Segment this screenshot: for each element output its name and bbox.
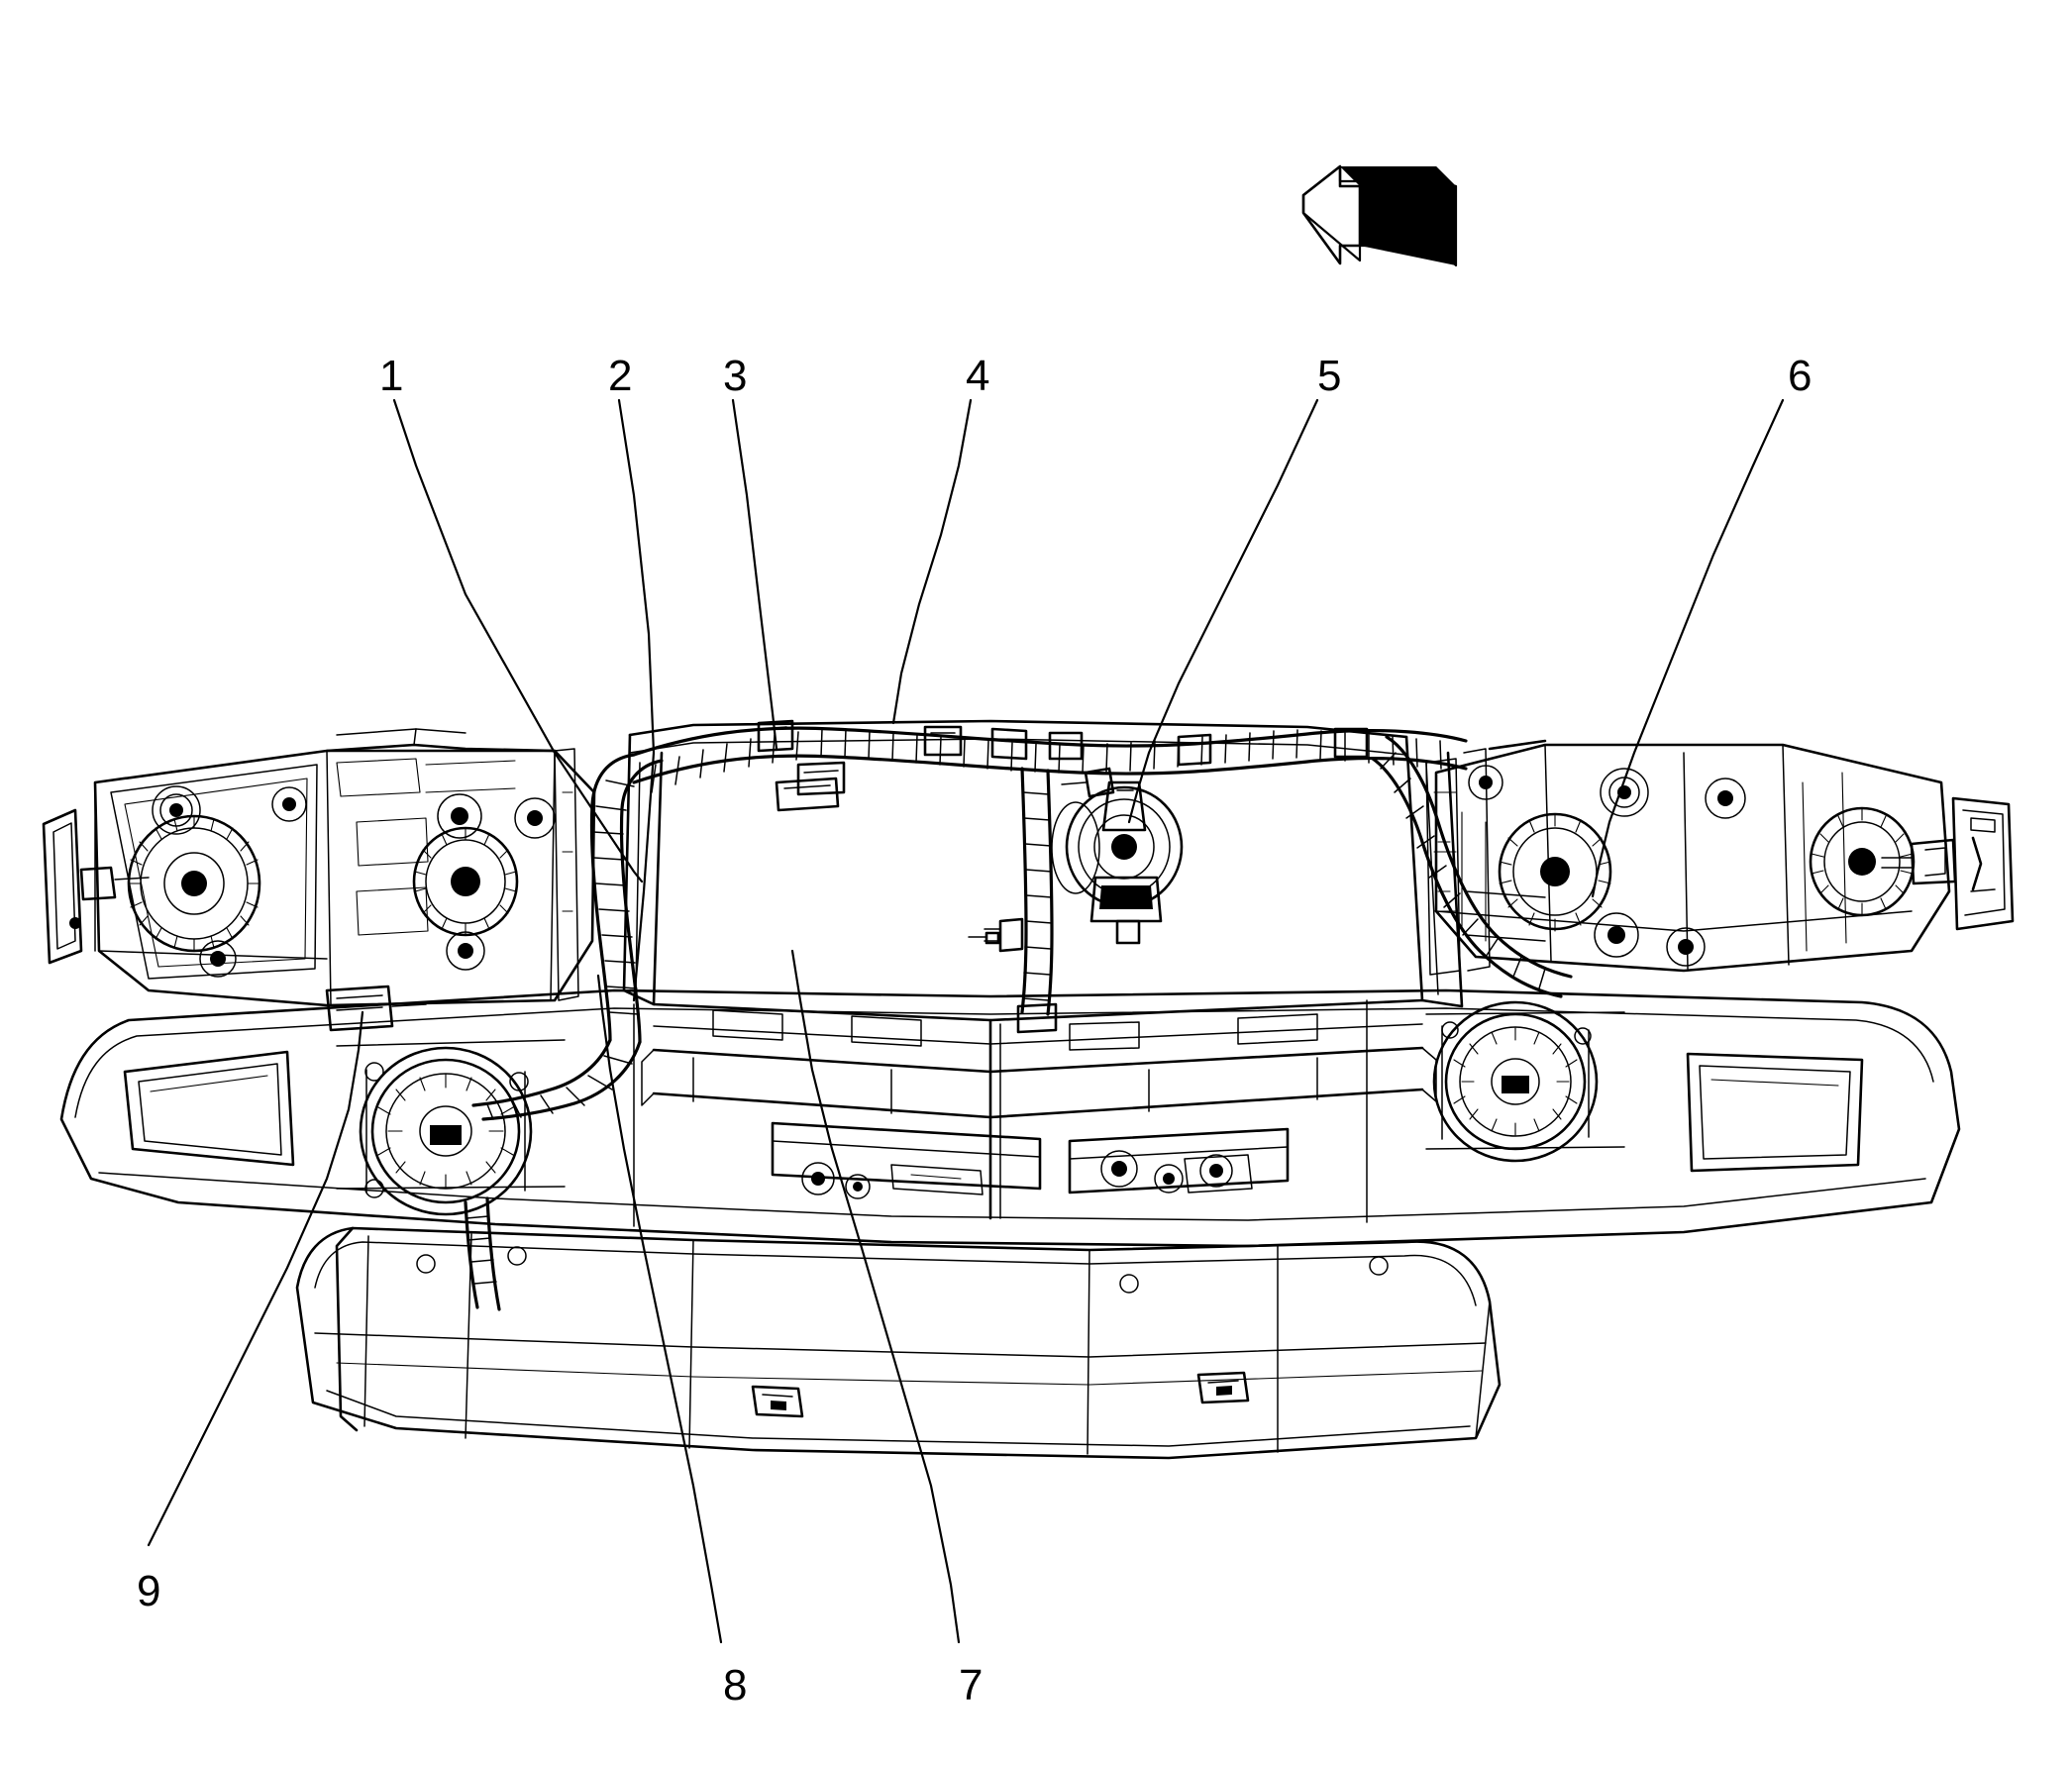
callout-number-3: 3 bbox=[723, 352, 748, 400]
horn-assembly bbox=[1051, 767, 1184, 945]
inline-connector bbox=[775, 777, 840, 812]
headlamp-assembly-right bbox=[1434, 743, 2015, 973]
upper-support-panel bbox=[554, 739, 1547, 1001]
leader-7 bbox=[790, 949, 961, 1644]
headlamp-reflector-right-outer bbox=[1809, 806, 1916, 917]
side-marker-lamp-left bbox=[42, 808, 150, 965]
callout-number-4: 4 bbox=[966, 352, 990, 400]
leader-3 bbox=[731, 398, 778, 751]
leader-2 bbox=[617, 398, 656, 1002]
side-marker-lamp-right bbox=[1881, 796, 2015, 931]
callout-number-7: 7 bbox=[959, 1661, 984, 1710]
callout-number-6: 6 bbox=[1788, 352, 1813, 400]
headlamp-assembly-left bbox=[42, 728, 596, 1007]
callout-number-9: 9 bbox=[137, 1567, 161, 1615]
forward-direction-arrow-icon bbox=[1301, 164, 1458, 267]
leader-4 bbox=[891, 398, 973, 725]
harness-clip-6 bbox=[1333, 727, 1369, 759]
fascia-clip-right bbox=[1196, 1371, 1250, 1404]
leader-1 bbox=[392, 398, 644, 883]
callout-number-5: 5 bbox=[1317, 352, 1342, 400]
harness-clip-7 bbox=[1048, 731, 1084, 761]
harness-clip-3 bbox=[923, 725, 963, 757]
leader-6 bbox=[1591, 398, 1785, 898]
callout-number-1: 1 bbox=[379, 352, 404, 400]
headlamp-reflector-left bbox=[127, 814, 261, 953]
radiator-support-tie-bar bbox=[622, 719, 1464, 1220]
bulb-socket-left-small bbox=[271, 786, 307, 822]
harness-clip-5 bbox=[1177, 733, 1212, 767]
fog-lamp-left bbox=[325, 985, 533, 1311]
callout-number-2: 2 bbox=[608, 352, 633, 400]
fog-lamp-connector-left bbox=[325, 985, 427, 1032]
fog-lamp-right bbox=[1432, 1000, 1599, 1163]
leader-8 bbox=[596, 974, 723, 1644]
front-bumper-fascia bbox=[59, 988, 1961, 1248]
leader-9 bbox=[147, 1010, 364, 1547]
lower-air-dam bbox=[295, 1226, 1502, 1460]
harness-clip-2 bbox=[796, 761, 846, 796]
headlamp-reflector-right bbox=[1498, 812, 1612, 932]
harness-clip-1 bbox=[757, 719, 794, 753]
wiring-harness-main bbox=[471, 719, 1573, 1121]
callout-number-8: 8 bbox=[723, 1661, 748, 1710]
fascia-clip-left bbox=[751, 1385, 804, 1418]
leader-5 bbox=[1127, 398, 1319, 824]
callout-leader-lines bbox=[147, 398, 1785, 1644]
headlamp-reflector-left-inner bbox=[412, 826, 519, 937]
harness-ribs-left-drop bbox=[592, 779, 640, 1015]
harness-clip-4 bbox=[990, 727, 1028, 761]
